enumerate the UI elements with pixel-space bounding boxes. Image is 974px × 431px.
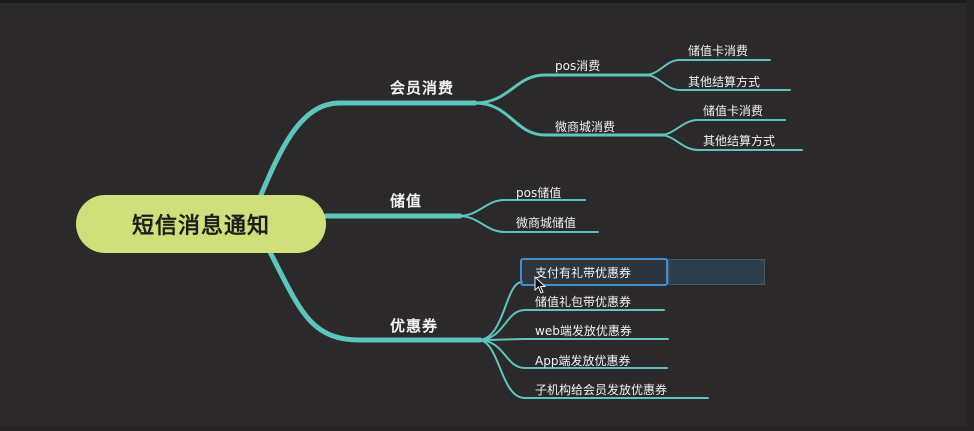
topic-pos-other[interactable]: 其他结算方式 bbox=[688, 75, 761, 89]
topic-mall-other[interactable]: 其他结算方式 bbox=[703, 134, 776, 148]
connector-member-pos bbox=[473, 73, 652, 105]
right-edge bbox=[966, 0, 974, 431]
topic-sv-mall[interactable]: 微商城储值 bbox=[516, 216, 577, 230]
topic-pos-storedcard[interactable]: 储值卡消费 bbox=[688, 44, 749, 58]
connector-coupon-4 bbox=[477, 339, 668, 369]
connector-root-coupon bbox=[267, 249, 483, 343]
topic-coupon-sub-org[interactable]: 子机构给会员发放优惠券 bbox=[535, 383, 668, 397]
connector-root-member-consume bbox=[255, 100, 478, 205]
connector-pos-other bbox=[644, 74, 791, 91]
mouse-cursor-icon bbox=[534, 276, 547, 294]
topic-coupon-app[interactable]: App端发放优惠券 bbox=[535, 354, 631, 368]
connector-mall-other bbox=[659, 134, 803, 151]
root-topic[interactable]: 短信消息通知 bbox=[76, 195, 326, 253]
topic-stored-value[interactable]: 储值 bbox=[390, 192, 423, 210]
connector-coupon-5 bbox=[477, 339, 709, 399]
topic-mall-consume[interactable]: 微商城消费 bbox=[555, 120, 616, 134]
topic-pos-consume[interactable]: pos消费 bbox=[555, 59, 601, 73]
topic-coupon-web[interactable]: web端发放优惠券 bbox=[535, 324, 632, 338]
topic-coupon-stored-gift[interactable]: 储值礼包带优惠券 bbox=[535, 295, 632, 309]
topic-mall-storedcard[interactable]: 储值卡消费 bbox=[703, 104, 764, 118]
topic-sv-pos[interactable]: pos储值 bbox=[516, 186, 562, 200]
selection-extension bbox=[668, 259, 765, 285]
connector-coupon-3 bbox=[477, 338, 669, 341]
connector-coupon-1 bbox=[477, 281, 523, 341]
topic-coupon[interactable]: 优惠券 bbox=[390, 317, 439, 335]
top-edge bbox=[0, 0, 974, 3]
connector-sv-pos bbox=[457, 199, 586, 217]
topic-coupon-pay-gift[interactable]: 支付有礼带优惠券 bbox=[535, 266, 632, 280]
topic-member-consume[interactable]: 会员消费 bbox=[390, 79, 455, 97]
bottom-edge bbox=[0, 426, 974, 431]
selected-topic-frame bbox=[520, 258, 668, 286]
connector-sv-mall bbox=[457, 215, 599, 233]
connector-member-mall bbox=[473, 101, 667, 137]
